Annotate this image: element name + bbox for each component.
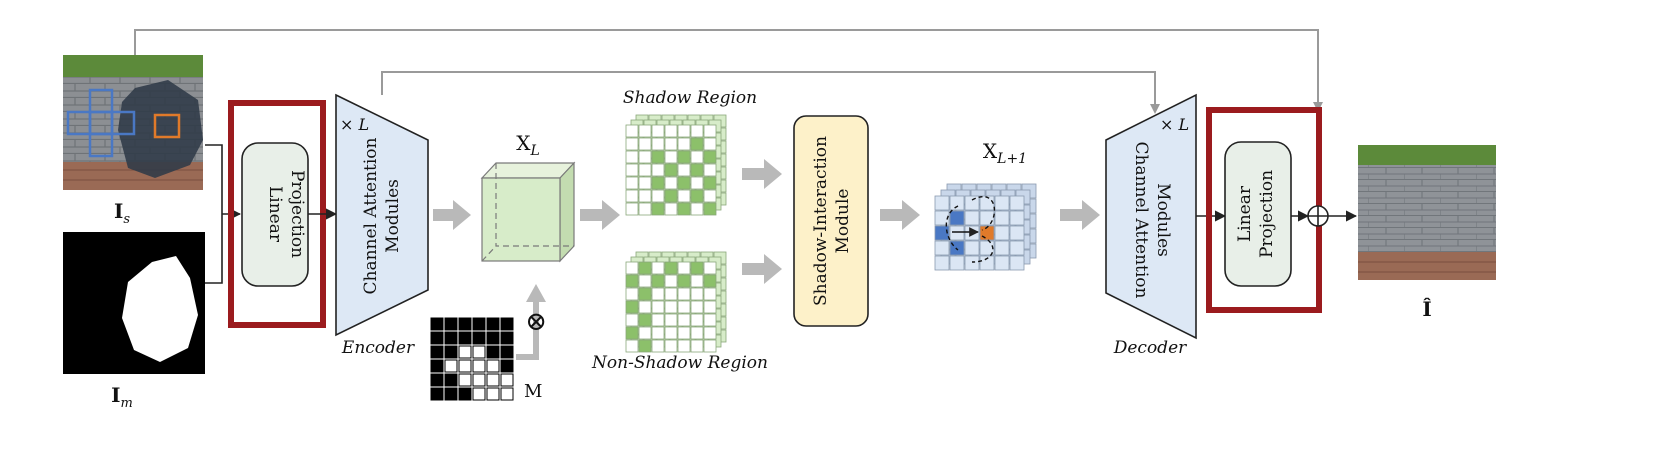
feature-out-label: XL+1 — [983, 139, 1027, 167]
decoder-module-label-2: Modules — [1153, 183, 1173, 257]
arrow-output-to-decoder — [1060, 200, 1100, 230]
arrow-feature-to-regions — [580, 200, 620, 230]
feature-cube-xl1 — [934, 183, 1037, 271]
decoder-projection-label-1: Linear — [1235, 185, 1255, 242]
encoder-projection-label-1: Linear — [265, 186, 285, 243]
mask-grid — [430, 317, 514, 401]
encoder-module-label-2: Modules — [383, 179, 403, 253]
feature-in-label: XL — [516, 131, 540, 159]
input-mask-image — [63, 232, 205, 374]
decoder-repeat-label: × L — [1160, 115, 1189, 134]
shadow-interaction-module — [793, 115, 869, 327]
encoder-channel-attention — [335, 93, 429, 337]
mask-image-label: Im — [111, 383, 133, 411]
interaction-module-label-1: Shadow-Interaction — [811, 136, 831, 306]
decoder-module-label-1: Channel Attention — [1131, 142, 1151, 299]
mask-multiply-connector — [516, 284, 546, 360]
arrow-shadow-to-interaction — [742, 159, 782, 189]
input-shadow-image — [63, 55, 203, 190]
decoder-linear-projection — [1224, 141, 1292, 287]
orange-patch-outline — [153, 113, 181, 139]
arrow-encoder-to-feature — [433, 200, 471, 230]
decoder-caption: Decoder — [1113, 338, 1187, 358]
non-shadow-region-label: Non-Shadow Region — [591, 353, 768, 373]
skip-connection-inner — [381, 71, 1160, 114]
encoder-projection-label-2: Projection — [287, 170, 307, 258]
mask-grid-label: M — [524, 381, 542, 402]
encoder-repeat-label: × L — [340, 115, 369, 134]
multiply-symbol: ⊗ — [525, 307, 547, 337]
feature-cube-xl — [480, 161, 576, 263]
shadow-region-label: Shadow Region — [623, 88, 757, 108]
input-image-label: Is — [114, 199, 130, 227]
output-image — [1358, 145, 1496, 280]
non-shadow-region-cube — [625, 251, 727, 353]
encoder-caption: Encoder — [341, 338, 415, 358]
decoder-projection-label-2: Projection — [1257, 170, 1277, 258]
blue-patch-outline — [66, 88, 136, 158]
input-merge-connector — [205, 144, 242, 284]
encoder-module-label-1: Channel Attention — [361, 137, 381, 294]
arrow-nonshadow-to-interaction — [742, 254, 782, 284]
output-image-label: Î — [1422, 297, 1431, 321]
residual-add-node — [1307, 205, 1329, 227]
interaction-module-label-2: Module — [833, 189, 853, 254]
shadow-region-cube — [625, 114, 727, 216]
arrow-interaction-to-output — [880, 200, 920, 230]
decoder-channel-attention — [1105, 93, 1197, 340]
